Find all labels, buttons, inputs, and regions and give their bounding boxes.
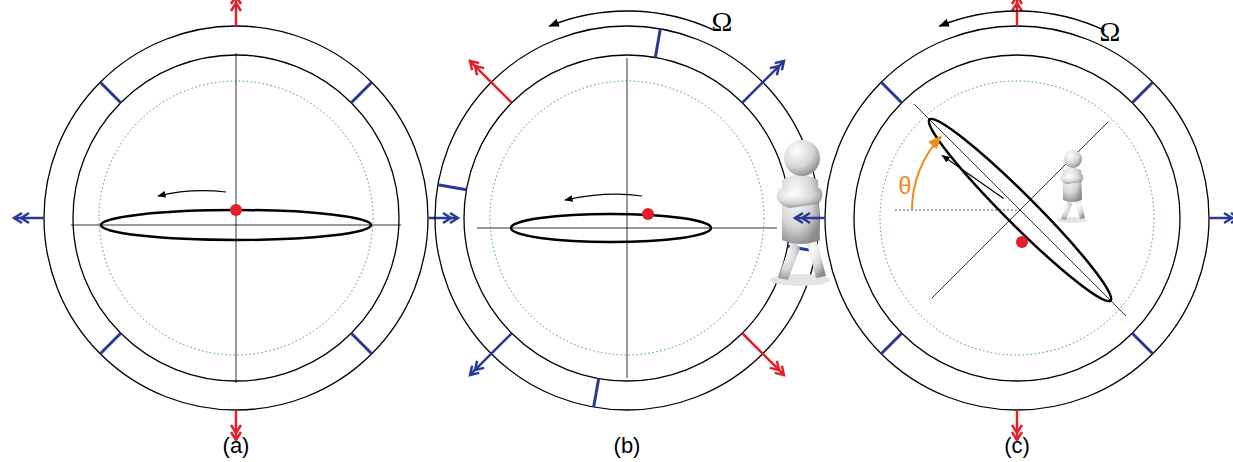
axis-line: [932, 122, 1109, 299]
arrow-head: [770, 361, 779, 370]
motion-arrow: [158, 191, 226, 196]
arrow-head: [475, 66, 484, 75]
arrow-head: [1224, 213, 1232, 223]
axis-arrow: [470, 61, 512, 103]
axis-arrow: [470, 333, 512, 375]
panel-label: (b): [614, 435, 641, 457]
axis-arrow: [14, 217, 44, 220]
leg: [1061, 200, 1072, 220]
ring-tick: [1132, 333, 1153, 354]
ring-tick: [1132, 82, 1153, 103]
arrow-head: [231, 3, 241, 11]
ring-tick: [881, 82, 902, 103]
ring-tick: [594, 379, 599, 408]
ring-tick: [438, 185, 467, 190]
leg: [778, 240, 800, 280]
axis-arrow: [795, 217, 825, 220]
axis-line: [236, 53, 237, 383]
leg: [1075, 199, 1085, 219]
axis-arrow: [742, 61, 784, 103]
arrow-head: [1012, 3, 1022, 11]
arrow-head: [21, 213, 29, 223]
motion-arrow: [942, 156, 1003, 199]
person-figure: [770, 140, 830, 286]
ring-tick: [655, 29, 660, 58]
ring-tick: [100, 82, 121, 103]
inner-ring: [464, 55, 790, 381]
motion-arrow: [565, 194, 642, 200]
arrow-head: [231, 425, 241, 433]
arrow-head: [443, 213, 451, 223]
omega-label: Ω: [1100, 18, 1121, 46]
axis-arrow: [742, 333, 784, 375]
ring-tick: [351, 333, 372, 354]
torso: [782, 175, 820, 244]
angle-label: θ: [898, 174, 911, 198]
arrow-head: [1012, 425, 1022, 433]
arms: [1060, 174, 1083, 184]
inner-ring: [854, 55, 1180, 381]
panel-label: (c): [1004, 435, 1030, 457]
rotation-arrow: [549, 11, 714, 30]
ring-tick: [100, 333, 121, 354]
leg: [806, 238, 826, 278]
arrow-head: [475, 361, 484, 370]
arrow-head: [770, 66, 779, 75]
torso: [1063, 168, 1082, 203]
axis-line: [914, 104, 1126, 316]
omega-label: Ω: [712, 8, 733, 36]
angle-arc: [912, 136, 941, 210]
outer-ring: [825, 26, 1209, 410]
head: [784, 140, 820, 176]
particle-dot: [230, 204, 242, 216]
dotted-circle: [880, 81, 1154, 355]
orbit-ellipse: [919, 109, 1121, 311]
rotation-arrow: [939, 11, 1104, 30]
reference-line: [895, 210, 1020, 211]
ring-tick: [881, 333, 902, 354]
orbit-ellipse: [511, 214, 711, 242]
arms: [777, 188, 823, 208]
arrow-head: [802, 213, 810, 223]
particle-dot: [1016, 236, 1028, 248]
ring-tick: [351, 82, 372, 103]
head: [1064, 150, 1082, 168]
person-figure: [1057, 150, 1087, 223]
outer-ring: [435, 26, 819, 410]
panel-label: (a): [223, 435, 250, 457]
axis-arrow: [428, 217, 458, 220]
axis-line: [627, 58, 628, 378]
particle-dot: [642, 208, 654, 220]
outer-ring: [44, 26, 428, 410]
